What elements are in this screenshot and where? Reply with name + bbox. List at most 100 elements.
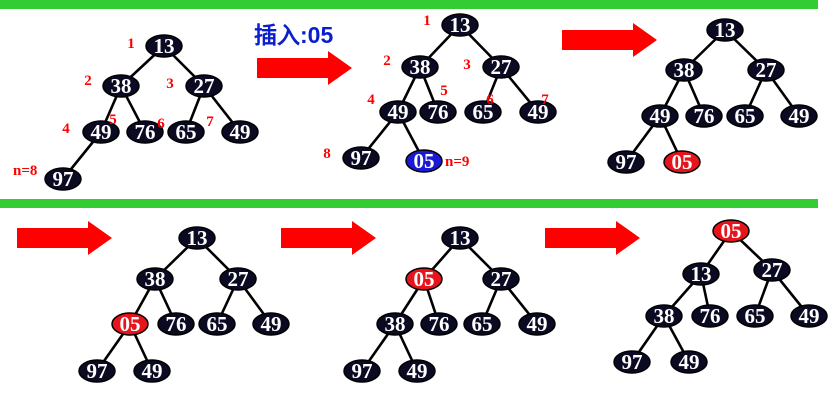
slot-index: 7	[541, 92, 549, 108]
slot-index: 5	[440, 83, 448, 99]
node-ellipse	[145, 34, 183, 58]
node-value: 97	[616, 150, 637, 174]
node-ellipse	[219, 267, 257, 291]
node-value: 38	[111, 74, 132, 98]
title: 插入:05	[254, 22, 333, 48]
slot-index: 5	[109, 112, 117, 128]
arrow-4	[281, 221, 376, 255]
slot-index: 7	[206, 114, 214, 130]
node-value: 49	[789, 104, 810, 128]
node-ellipse	[221, 120, 259, 144]
node-ellipse	[645, 304, 683, 328]
node-ellipse	[420, 312, 458, 336]
node-value: 97	[351, 146, 372, 170]
node-value: 13	[450, 13, 471, 37]
node-value: 49	[407, 359, 428, 383]
node-value: 49	[230, 120, 251, 144]
divider-middle	[0, 199, 818, 208]
node-value: 97	[87, 359, 108, 383]
node-value: 65	[176, 120, 197, 144]
node-value: 13	[691, 262, 712, 286]
node-value: 05	[672, 150, 693, 174]
node-ellipse	[398, 359, 436, 383]
node-value: 13	[450, 226, 471, 250]
node-value: 65	[207, 312, 228, 336]
node-value: 65	[745, 304, 766, 328]
node-value: 76	[428, 100, 449, 124]
node-value: 49	[91, 120, 112, 144]
node-ellipse	[136, 267, 174, 291]
node-ellipse	[82, 120, 120, 144]
node-value: 49	[261, 312, 282, 336]
node-ellipse	[405, 267, 443, 291]
slot-index: 6	[157, 116, 165, 132]
slot-index: 8	[323, 146, 331, 162]
node-ellipse	[753, 258, 791, 282]
node-ellipse	[464, 100, 502, 124]
node-ellipse	[126, 120, 164, 144]
arrows-group	[17, 23, 657, 255]
node-value: 27	[194, 74, 215, 98]
node-ellipse	[157, 312, 195, 336]
slot-index: 2	[383, 53, 391, 69]
node-value: 27	[762, 258, 783, 282]
node-ellipse	[706, 18, 744, 42]
slot-index: 4	[62, 121, 70, 137]
node-value: 27	[491, 267, 512, 291]
node-ellipse	[405, 149, 443, 173]
node-ellipse	[44, 167, 82, 191]
node-ellipse	[419, 100, 457, 124]
slot-index: 1	[423, 13, 431, 29]
node-value: 13	[154, 34, 175, 58]
node-ellipse	[379, 100, 417, 124]
node-value: 38	[385, 312, 406, 336]
node-value: 38	[654, 304, 675, 328]
node-value: 49	[388, 100, 409, 124]
node-value: 27	[491, 55, 512, 79]
node-value: 38	[410, 55, 431, 79]
node-ellipse	[102, 74, 140, 98]
node-ellipse	[519, 100, 557, 124]
slot-index: 6	[486, 92, 494, 108]
slot-index: 3	[166, 76, 174, 92]
node-value: 05	[414, 149, 435, 173]
node-ellipse	[613, 350, 651, 374]
slot-index: 2	[84, 73, 92, 89]
node-ellipse	[685, 104, 723, 128]
node-ellipse	[252, 312, 290, 336]
node-ellipse	[441, 13, 479, 37]
node-value: 49	[650, 104, 671, 128]
node-ellipse	[441, 226, 479, 250]
arrow-3	[17, 221, 112, 255]
size-label: n=8	[13, 163, 37, 179]
node-ellipse	[401, 55, 439, 79]
node-ellipse	[726, 104, 764, 128]
node-ellipse	[111, 312, 149, 336]
node-ellipse	[712, 219, 750, 243]
node-ellipse	[736, 304, 774, 328]
node-ellipse	[641, 104, 679, 128]
node-ellipse	[178, 226, 216, 250]
node-ellipse	[198, 312, 236, 336]
node-value: 76	[135, 120, 156, 144]
node-ellipse	[670, 350, 708, 374]
node-ellipse	[167, 120, 205, 144]
node-value: 65	[473, 100, 494, 124]
node-value: 97	[622, 350, 643, 374]
node-ellipse	[790, 304, 828, 328]
divider-top	[0, 0, 818, 9]
node-value: 76	[700, 304, 721, 328]
slot-index: 1	[127, 36, 135, 52]
node-value: 13	[187, 226, 208, 250]
node-value: 65	[472, 312, 493, 336]
node-ellipse	[607, 150, 645, 174]
node-value: 97	[352, 359, 373, 383]
node-value: 76	[694, 104, 715, 128]
size-label: n=9	[445, 154, 469, 170]
